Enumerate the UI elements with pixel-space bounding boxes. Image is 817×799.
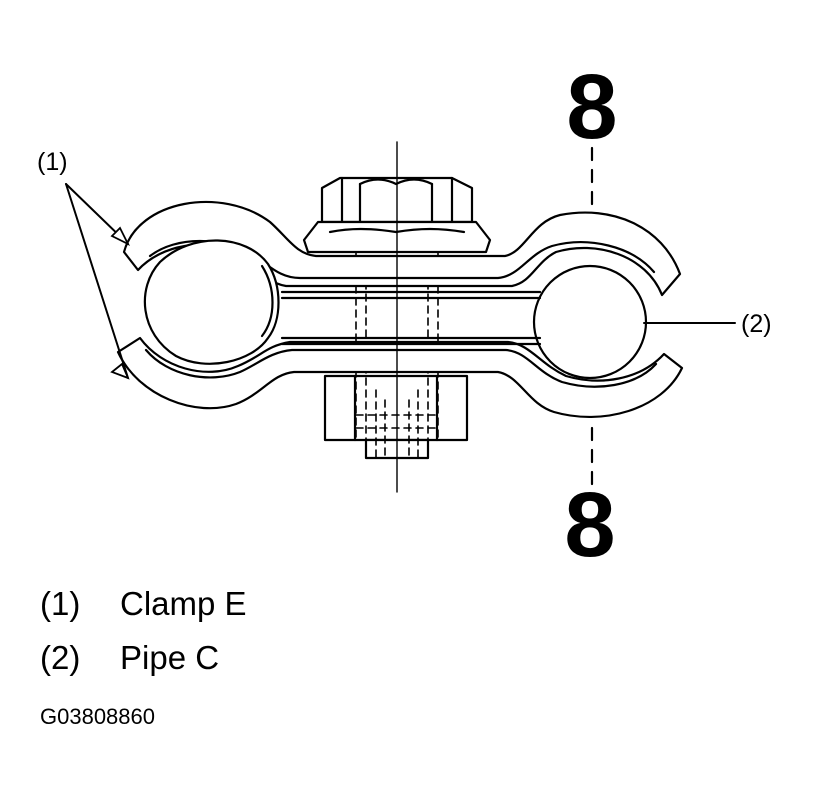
- legend-item-text: Clamp E: [120, 585, 247, 622]
- leader-arrowhead-upper: [110, 226, 131, 247]
- mark-bottom-eight: 8: [564, 474, 615, 576]
- legend-item-id: (2): [40, 639, 81, 676]
- legend-item: (2) Pipe C: [40, 638, 247, 692]
- pipe-right: [532, 264, 648, 380]
- legend: (1) Clamp E (2) Pipe C: [40, 584, 247, 692]
- legend-item-text: Pipe C: [120, 639, 220, 676]
- leader-arrowhead-lower: [110, 362, 130, 380]
- clamp-web: [280, 290, 542, 346]
- legend-item-id: (1): [40, 585, 81, 622]
- nut: [323, 374, 469, 442]
- clamp-leader-lines: [65, 183, 129, 379]
- callout-clamp-label: (1): [37, 148, 68, 176]
- clamp-assembly-drawing: (1) (2) 8 8: [37, 56, 772, 576]
- pipe-left: [143, 239, 280, 365]
- mark-top-eight: 8: [566, 56, 617, 158]
- legend-item: (1) Clamp E: [40, 584, 247, 638]
- callout-pipe-label: (2): [741, 310, 772, 338]
- clamp-lower-half: [116, 336, 684, 419]
- figure-code: G03808860: [40, 704, 155, 729]
